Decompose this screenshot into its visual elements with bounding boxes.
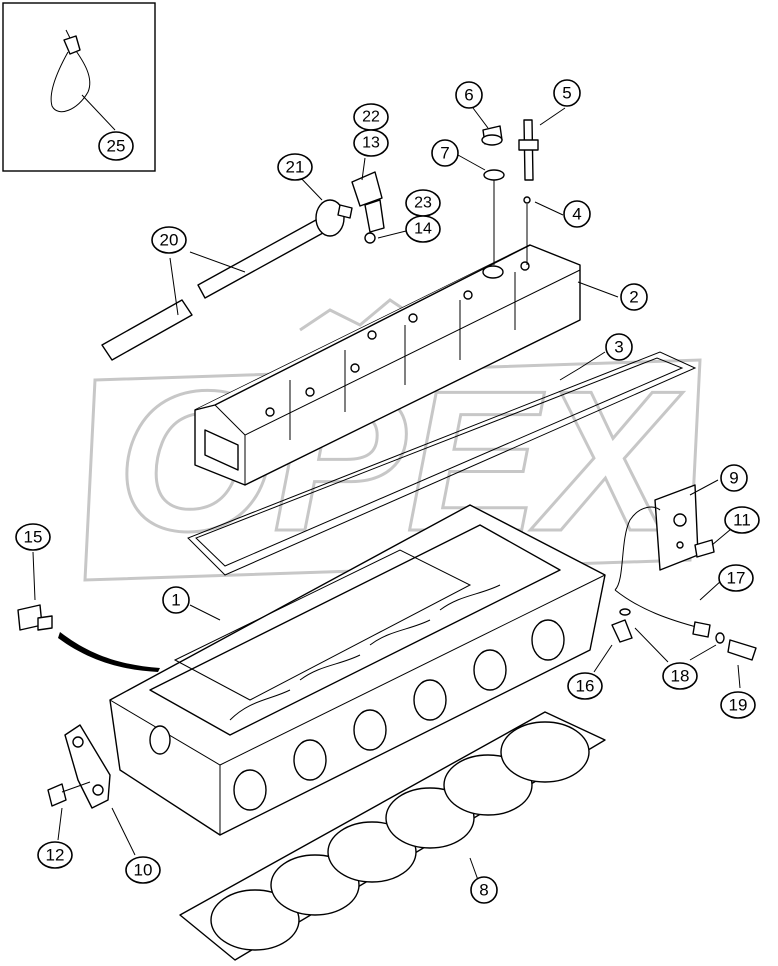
svg-text:2: 2	[629, 288, 638, 307]
plug-arrow	[58, 632, 160, 672]
callout-14: 14	[405, 215, 441, 243]
svg-text:12: 12	[46, 846, 65, 865]
part-25-strap	[50, 29, 91, 113]
part-3-gasket	[187, 351, 697, 576]
callout-3: 3	[605, 333, 633, 361]
svg-text:18: 18	[671, 667, 690, 686]
svg-text:21: 21	[286, 158, 305, 177]
svg-text:3: 3	[614, 338, 623, 357]
callout-1: 1	[162, 586, 190, 614]
part-19-fitting	[727, 639, 757, 661]
callout-11: 11	[724, 506, 760, 534]
svg-text:23: 23	[414, 195, 432, 212]
svg-text:1: 1	[171, 591, 180, 610]
inset-frame	[2, 2, 156, 172]
part-15-plug	[17, 604, 53, 631]
part-2-valve-cover	[194, 244, 581, 486]
svg-text:17: 17	[727, 569, 746, 588]
callout-2: 2	[620, 283, 648, 311]
callout-8: 8	[470, 876, 498, 904]
svg-text:20: 20	[160, 231, 179, 250]
part-1-cylinder-head	[109, 504, 606, 836]
part-9-bracket	[654, 484, 699, 571]
svg-text:8: 8	[479, 881, 488, 900]
callout-20: 20	[151, 226, 187, 254]
part-10-bracket	[64, 724, 111, 809]
callout-15: 15	[15, 523, 51, 551]
part-4-nut	[523, 196, 531, 204]
part-7-washer	[483, 169, 505, 181]
svg-text:25: 25	[107, 137, 126, 156]
callout-23: 23	[405, 189, 441, 217]
callout-25: 25	[98, 131, 134, 161]
part-12-bolt	[47, 781, 91, 807]
svg-text:9: 9	[729, 469, 738, 488]
svg-text:19: 19	[729, 696, 748, 715]
svg-text:14: 14	[414, 221, 432, 238]
part-5-stud	[518, 119, 539, 181]
part-21-clamp	[315, 199, 353, 237]
svg-text:15: 15	[24, 528, 43, 547]
svg-text:22: 22	[362, 109, 380, 126]
svg-text:6: 6	[464, 86, 473, 105]
callout-7: 7	[431, 139, 459, 167]
callout-12: 12	[37, 841, 73, 869]
svg-text:11: 11	[733, 511, 751, 530]
callout-19: 19	[720, 691, 756, 719]
part-6-cap	[481, 125, 503, 146]
callout-9: 9	[720, 464, 748, 492]
callout-10: 10	[125, 856, 161, 884]
part-13-breather	[351, 171, 385, 244]
svg-text:10: 10	[134, 861, 153, 880]
callout-17: 17	[718, 564, 754, 592]
svg-text:7: 7	[440, 144, 449, 163]
part-17-pipe	[614, 506, 701, 629]
callout-13: 13	[353, 129, 389, 157]
leader-lines	[32, 94, 741, 881]
callout-6: 6	[455, 81, 483, 109]
pipe-end-nut	[692, 621, 711, 638]
callout-16: 16	[567, 672, 603, 700]
callout-4: 4	[563, 200, 591, 228]
callout-21: 21	[277, 153, 313, 181]
part-16-banjo-bolt	[611, 619, 633, 643]
part-20-hose	[101, 214, 333, 361]
svg-text:4: 4	[572, 205, 581, 224]
part-8-head-gasket	[179, 711, 606, 961]
svg-text:5: 5	[562, 84, 571, 103]
callout-18: 18	[662, 662, 698, 690]
callout-5: 5	[553, 79, 581, 107]
part-11-bolt	[694, 539, 715, 558]
svg-text:13: 13	[362, 135, 380, 152]
callout-22: 22	[353, 103, 389, 131]
part-18-washers	[619, 608, 725, 644]
svg-text:16: 16	[576, 677, 595, 696]
